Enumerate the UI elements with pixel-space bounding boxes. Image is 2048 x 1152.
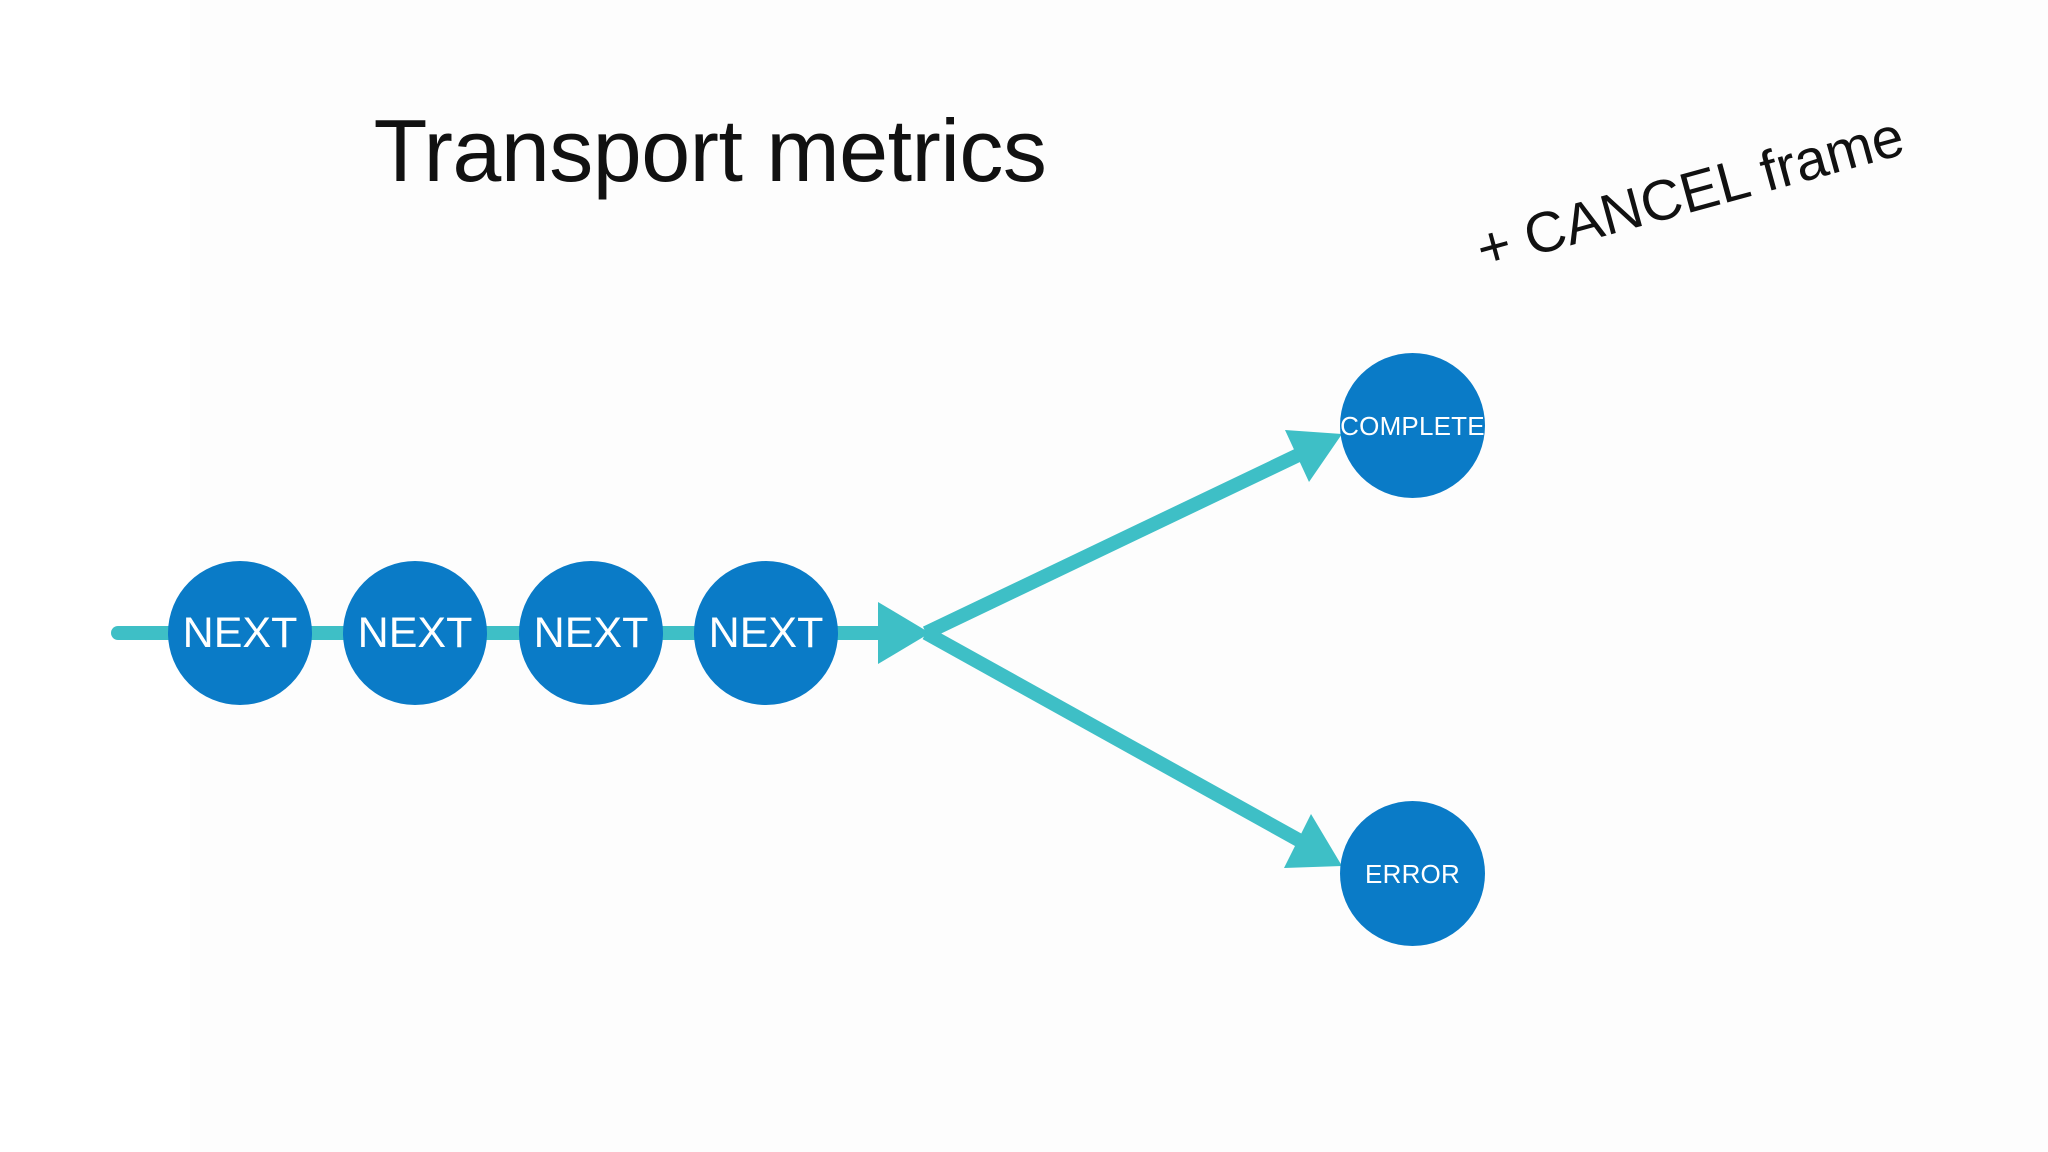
node-next-1[interactable]: NEXT [168, 561, 312, 705]
arrowhead-branch-error [1284, 814, 1342, 868]
node-next-3-label: NEXT [533, 608, 649, 657]
node-next-3[interactable]: NEXT [519, 561, 663, 705]
connector-branch-complete [922, 441, 1317, 640]
node-complete-label: COMPLETE [1340, 410, 1485, 441]
node-next-4-label: NEXT [708, 608, 824, 657]
background-panel [190, 0, 2048, 1152]
node-next-1-label: NEXT [182, 608, 298, 657]
node-error-label: ERROR [1365, 858, 1460, 889]
node-complete[interactable]: COMPLETE [1340, 353, 1485, 498]
node-next-4[interactable]: NEXT [694, 561, 838, 705]
connector-branch-error [922, 626, 1317, 855]
arrowhead-stream-line [878, 602, 930, 664]
node-next-2[interactable]: NEXT [343, 561, 487, 705]
arrowhead-branch-complete [1285, 430, 1342, 482]
node-next-2-label: NEXT [357, 608, 473, 657]
page-title: Transport metrics [373, 101, 1047, 200]
node-error[interactable]: ERROR [1340, 801, 1485, 946]
